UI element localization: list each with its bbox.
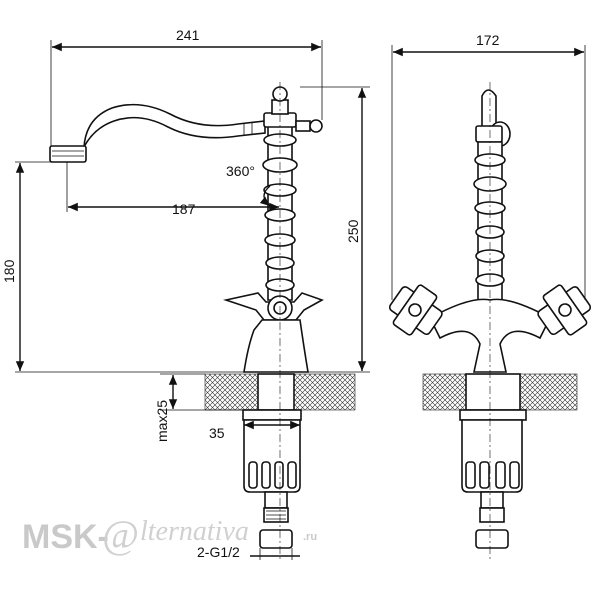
front-view xyxy=(388,82,592,560)
dim-total-height: 250 xyxy=(345,219,361,243)
side-knob-stem xyxy=(295,120,311,132)
side-hose-fitting xyxy=(259,529,293,549)
watermark-script: lternativa xyxy=(140,516,249,547)
front-shank xyxy=(465,373,521,411)
side-nut-grips xyxy=(248,461,297,489)
watermark-at-sign: @ xyxy=(102,512,139,557)
side-nut xyxy=(243,419,301,493)
side-dimensions: 241 187 360° 180 250 max25 35 2-G1/2 xyxy=(1,27,370,560)
front-left-handle xyxy=(388,284,443,336)
dim-max-thickness: max25 xyxy=(154,400,170,442)
side-spout-nozzle xyxy=(49,145,87,163)
front-nut-grips xyxy=(465,461,520,489)
front-right-handle xyxy=(537,284,592,336)
front-base xyxy=(428,298,552,373)
dim-spout-height: 180 xyxy=(1,259,17,283)
side-view xyxy=(49,82,356,560)
front-nut xyxy=(461,419,523,493)
dim-connection: 2-G1/2 xyxy=(197,544,240,560)
watermark-text: MSK- xyxy=(22,518,109,556)
side-spout xyxy=(51,103,266,161)
front-hose-upper xyxy=(480,491,504,509)
dim-spout-reach: 187 xyxy=(172,201,196,217)
front-spout xyxy=(481,89,497,129)
front-dimensions: 172 xyxy=(391,32,586,300)
front-hose-fitting xyxy=(475,529,509,549)
side-base xyxy=(243,319,309,373)
rotation-arrow xyxy=(259,185,271,207)
side-washer xyxy=(242,409,302,421)
dim-rotation: 360° xyxy=(226,163,255,179)
side-knob xyxy=(309,119,323,133)
side-hose-upper xyxy=(264,491,288,509)
dim-total-reach: 241 xyxy=(176,27,200,43)
watermark-suffix: .ru xyxy=(303,531,317,543)
front-washer xyxy=(459,409,527,421)
watermark: MSK- @ lternativa .ru xyxy=(22,512,317,557)
side-shank xyxy=(257,373,295,411)
dim-front-width: 172 xyxy=(476,32,500,48)
dim-hole-diameter: 35 xyxy=(209,425,225,441)
